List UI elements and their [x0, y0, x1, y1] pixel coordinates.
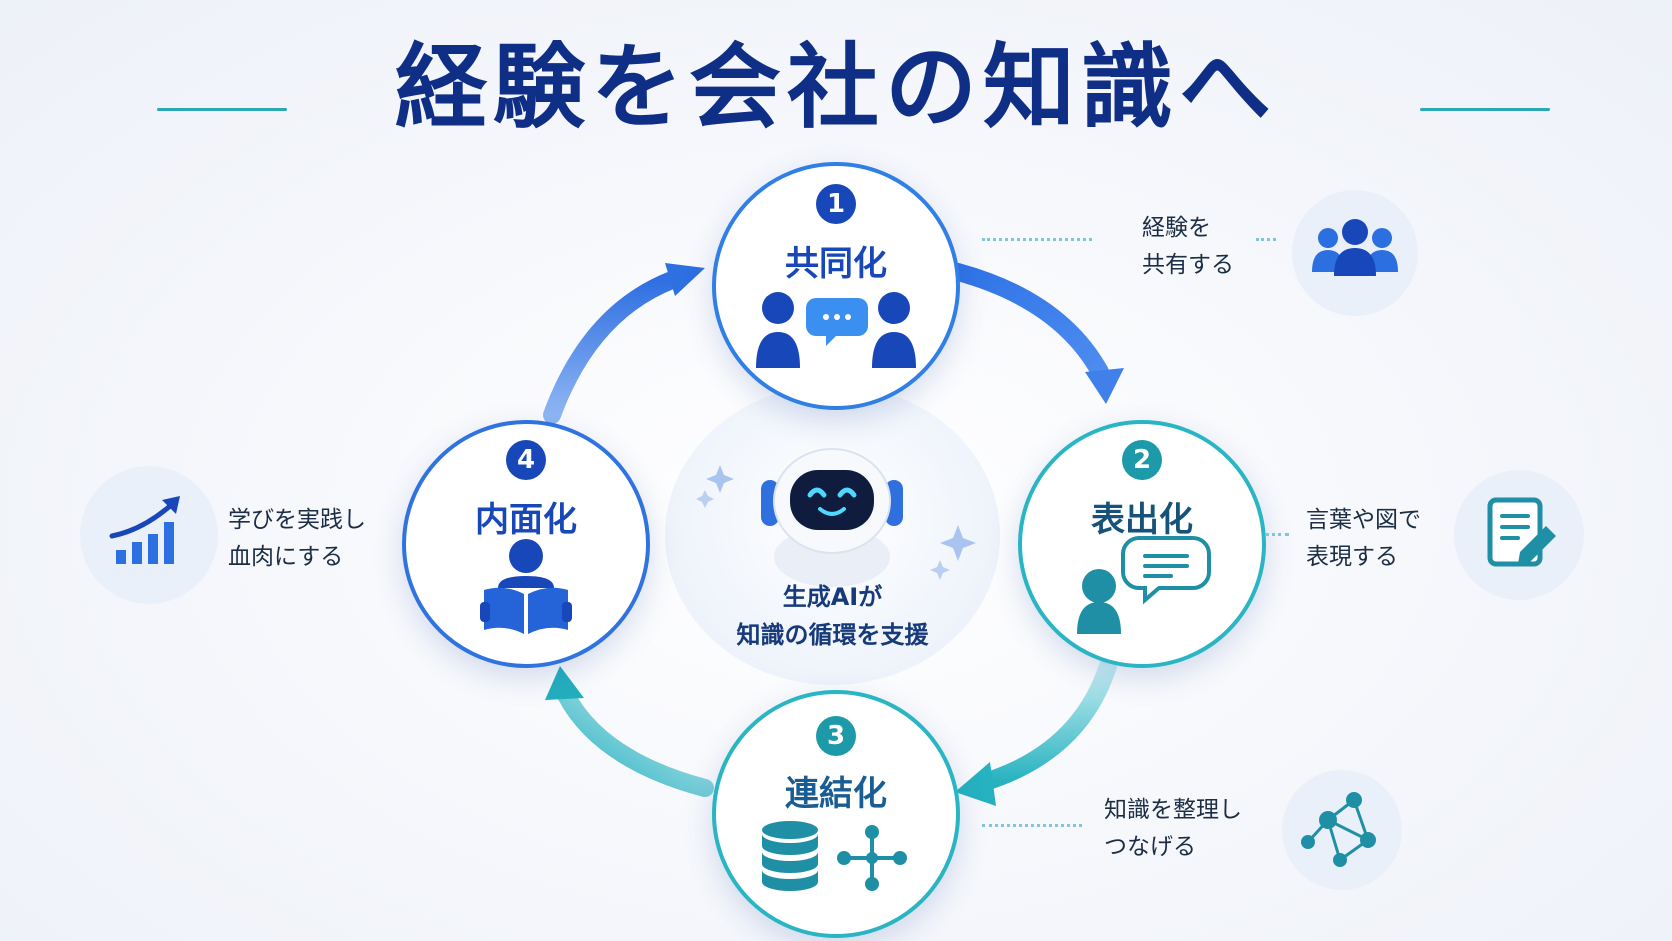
network-icon	[1301, 792, 1376, 867]
arrow-2-to-3	[976, 657, 1117, 791]
side-icon-badge-1	[1292, 190, 1418, 316]
people-chat-icon	[756, 292, 916, 368]
center-caption-line1: 生成AIが	[782, 583, 883, 611]
connector-dots-2	[1265, 533, 1289, 536]
connector-dots-1	[982, 238, 1092, 241]
note-combination: 知識を整理し つなげる	[1104, 792, 1242, 866]
person-speech-icon	[1077, 536, 1211, 634]
stage-number: 1	[816, 184, 856, 224]
arrow-1-to-2	[949, 263, 1109, 381]
arrow-4-to-1	[543, 271, 681, 424]
arrow-4-to-1-head	[665, 263, 705, 296]
arrow-3-to-4	[557, 686, 714, 797]
stage-label: 共同化	[785, 244, 887, 284]
note-socialization: 経験を 共有する	[1142, 210, 1234, 284]
center-caption: 生成AIが 知識の循環を支援	[665, 578, 1000, 654]
stage-label: 連結化	[785, 774, 887, 814]
title-decoration-right	[1420, 108, 1550, 111]
note-line1: 知識を整理し	[1104, 797, 1242, 823]
stage-label: 表出化	[1091, 500, 1193, 540]
arrow-2-to-3-head	[955, 762, 996, 806]
growth-chart-icon	[109, 496, 180, 564]
stage-number: 2	[1122, 440, 1162, 480]
side-icon-badge-3	[1282, 770, 1402, 890]
note-line2: つなげる	[1104, 834, 1196, 860]
arrow-1-to-2-head	[1085, 368, 1124, 404]
stage-number: 4	[506, 440, 546, 480]
note-line2: 血肉にする	[228, 544, 344, 570]
reader-book-icon	[480, 539, 572, 634]
note-externalization: 言葉や図で 表現する	[1306, 502, 1421, 576]
stage-label: 内面化	[475, 500, 577, 540]
center-caption-line2: 知識の循環を支援	[736, 621, 929, 649]
note-line1: 経験を	[1142, 215, 1211, 241]
side-icon-badge-4	[80, 466, 218, 604]
arrow-3-to-4-head	[545, 666, 584, 700]
document-pen-icon	[1487, 497, 1556, 567]
note-internalization: 学びを実践し 血肉にする	[228, 502, 366, 576]
note-line2: 共有する	[1142, 252, 1234, 278]
stage-combination: 3 連結化	[712, 690, 960, 938]
note-line1: 言葉や図で	[1306, 507, 1421, 533]
stage-number: 3	[816, 716, 856, 756]
title-decoration-left	[157, 108, 287, 111]
stage-externalization: 2 表出化	[1018, 420, 1266, 668]
note-line1: 学びを実践し	[228, 507, 366, 533]
center-ai-panel	[665, 385, 1000, 685]
robot-icon	[696, 448, 976, 587]
database-network-icon	[762, 821, 907, 891]
group-icon	[1312, 219, 1398, 276]
side-icon-badge-2	[1454, 470, 1584, 600]
stage-socialization: 1 共同化	[712, 162, 960, 410]
connector-dots-1b	[1256, 238, 1276, 241]
title-container: 経験を会社の知識へ	[0, 42, 1672, 134]
stage-internalization: 4 内面化	[402, 420, 650, 668]
note-line2: 表現する	[1306, 544, 1398, 570]
connector-dots-3	[982, 824, 1082, 827]
page-title: 経験を会社の知識へ	[394, 34, 1277, 141]
